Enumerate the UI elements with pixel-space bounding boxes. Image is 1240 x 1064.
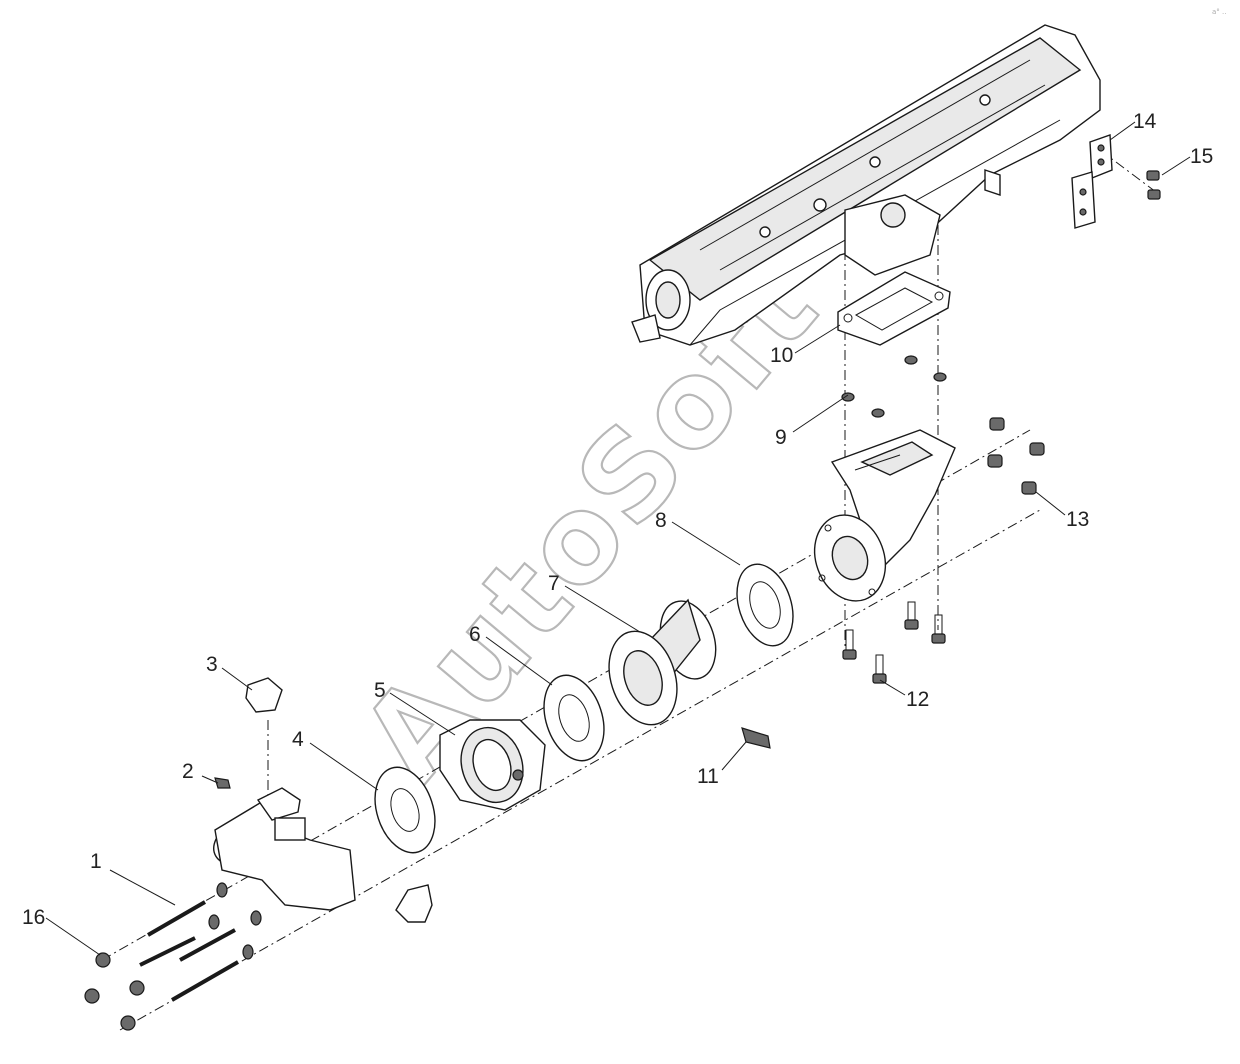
callout-2: 2 [182,760,194,783]
gasket-8 [736,563,794,647]
callout-16: 16 [22,906,45,929]
studs-and-nuts [84,882,262,1031]
assembly-axes [101,149,1161,1031]
callout-13: 13 [1066,508,1089,531]
outlet-elbow [213,787,356,911]
callout-9: 9 [775,426,787,449]
elbow-pipe [813,429,956,602]
callout-14: 14 [1133,110,1157,133]
callout-10: 10 [770,344,793,367]
callout-15: 15 [1190,145,1213,168]
callout-7: 7 [548,572,560,595]
callout-5: 5 [374,679,386,702]
gasket-4 [374,766,436,854]
bracket [1071,134,1113,229]
flex-joint [608,598,717,726]
fitting [741,727,771,749]
valve-body [439,719,546,811]
callout-11: 11 [697,765,719,788]
callout-1: 1 [90,850,102,873]
callout-3: 3 [206,653,218,676]
callout-numbers: 1 2 3 4 5 6 7 8 9 10 11 12 13 14 15 16 [22,110,1213,929]
flange-bolts-upper [987,417,1045,495]
exhaust-manifold [631,24,1101,346]
flange-bolts-lower [842,601,946,684]
leader-lines [45,121,1191,956]
bracket-bolts [1146,170,1161,200]
washers [841,355,947,418]
sensors [214,677,433,923]
gasket-6 [543,674,605,762]
callout-12: 12 [906,688,929,711]
callout-8: 8 [655,509,667,532]
callout-6: 6 [469,623,481,646]
callout-4: 4 [292,728,304,751]
corner-mark: a° .. [1212,8,1226,16]
manifold-gasket [837,271,951,346]
